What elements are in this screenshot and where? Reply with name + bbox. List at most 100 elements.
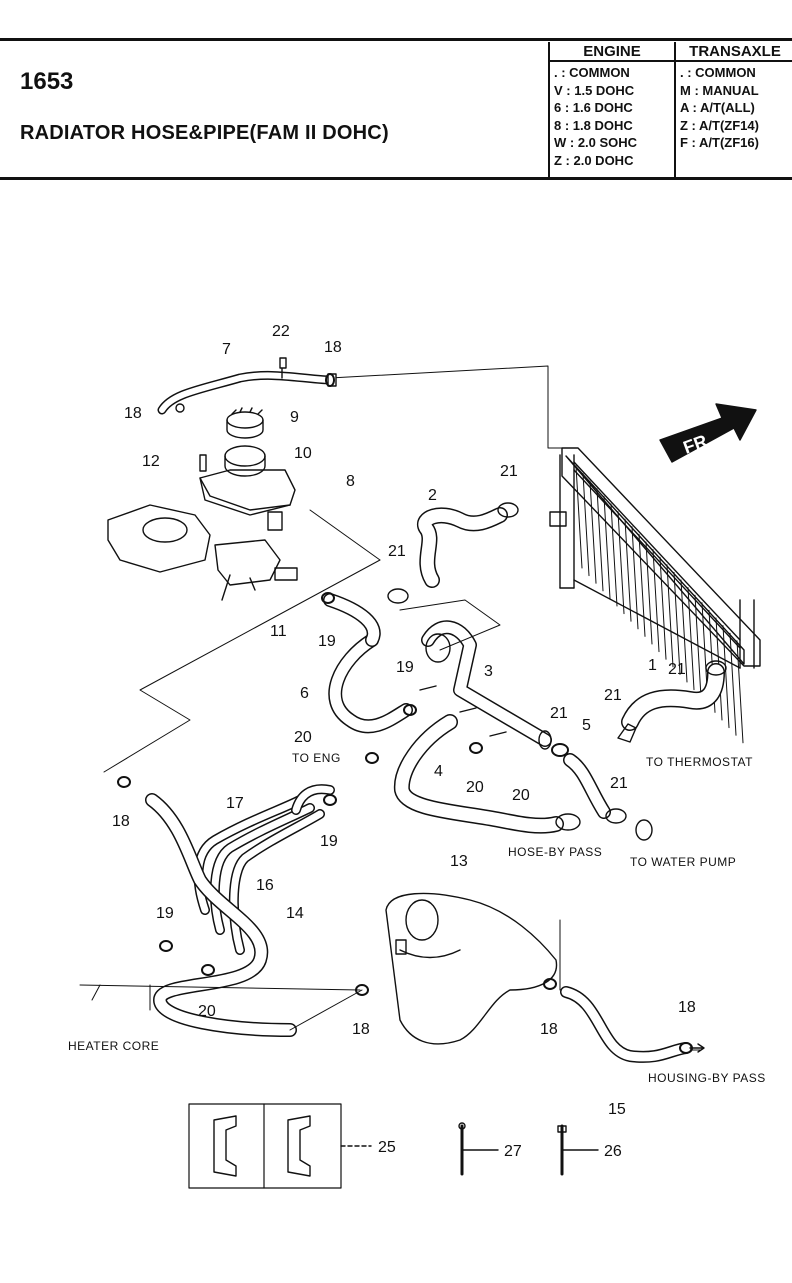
- label-housing-by-pass: HOUSING-BY PASS: [648, 1071, 766, 1085]
- callout-3: 3: [484, 663, 493, 680]
- callout-26: 26: [604, 1143, 622, 1160]
- engine-row: Z : 2.0 DOHC: [554, 152, 634, 168]
- callout-19: 19: [156, 905, 174, 922]
- engine-row: V : 1.5 DOHC: [554, 82, 635, 98]
- hose-7: [157, 357, 337, 415]
- radiator-fin: [736, 640, 744, 744]
- transaxle-table: TRANSAXLE . : COMMON M : MANUAL A : A/T(…: [674, 42, 792, 177]
- diagram-title: RADIATOR HOSE&PIPE(FAM II DOHC): [20, 122, 389, 144]
- radiator-fin: [631, 526, 639, 630]
- callout-7: 7: [222, 341, 231, 358]
- callout-20: 20: [512, 787, 530, 804]
- callout-15: 15: [608, 1101, 626, 1118]
- radiator-fin: [687, 587, 695, 691]
- engine-row: 6 : 1.6 DOHC: [554, 100, 633, 116]
- cable-ties: [458, 1122, 599, 1176]
- label-hose-by-pass: HOSE-BY PASS: [508, 845, 602, 859]
- radiator-fin: [659, 556, 667, 660]
- callout-11: 11: [270, 623, 287, 640]
- reservoir-cap-9: [226, 407, 264, 439]
- callout-20: 20: [466, 779, 484, 796]
- callout-9: 9: [290, 409, 299, 426]
- label-to-eng: TO ENG: [292, 751, 341, 765]
- callout-18: 18: [124, 405, 142, 422]
- coolant-reservoir-10: [199, 445, 296, 531]
- front-direction-arrow: [659, 403, 757, 463]
- clip-set-25: [188, 1103, 372, 1189]
- callout-18: 18: [352, 1021, 370, 1038]
- callout-21: 21: [550, 705, 568, 722]
- transaxle-row: A : A/T(ALL): [680, 100, 755, 116]
- transaxle-row: Z : A/T(ZF14): [680, 117, 759, 133]
- leader-line: [329, 365, 563, 449]
- transaxle-row: M : MANUAL: [680, 82, 759, 98]
- label-heater-core: HEATER CORE: [68, 1039, 159, 1053]
- callout-27: 27: [504, 1143, 522, 1160]
- radiator-fin: [722, 625, 730, 729]
- radiator-fin: [673, 571, 681, 675]
- callout-19: 19: [396, 659, 414, 676]
- engine-table: ENGINE . : COMMON V : 1.5 DOHC 6 : 1.6 D…: [548, 42, 674, 177]
- header-bottom-rule: [0, 177, 792, 180]
- callout-2: 2: [428, 487, 437, 504]
- callout-21: 21: [610, 775, 628, 792]
- label-to-water-pump: TO WATER PUMP: [630, 855, 736, 869]
- radiator-fin: [666, 564, 674, 668]
- callout-8: 8: [346, 473, 355, 490]
- radiator-fin: [624, 518, 632, 622]
- throttle-housing: [385, 892, 558, 1045]
- radiator-fin: [596, 488, 604, 592]
- callout-21: 21: [604, 687, 622, 704]
- heater-pipes: [193, 784, 335, 955]
- transaxle-row: . : COMMON: [680, 65, 756, 80]
- radiator-fin: [575, 465, 583, 569]
- transaxle-table-heading: TRANSAXLE: [676, 42, 792, 62]
- pipe-assembly-3: [419, 620, 552, 750]
- diagram-code: 1653: [20, 68, 74, 95]
- callout-18: 18: [324, 339, 342, 356]
- engine-row: 8 : 1.8 DOHC: [554, 117, 633, 133]
- callout-13: 13: [450, 853, 468, 870]
- callout-19: 19: [318, 633, 336, 650]
- radiator-fin: [694, 594, 702, 698]
- radiator-fin: [680, 579, 688, 683]
- callout-21: 21: [388, 543, 406, 560]
- engine-table-heading: ENGINE: [550, 42, 674, 62]
- callout-4: 4: [434, 763, 443, 780]
- callout-1: 1: [648, 657, 657, 674]
- callout-12: 12: [142, 453, 160, 470]
- header-top-rule: [0, 38, 792, 41]
- callout-16: 16: [256, 877, 274, 894]
- radiator-fin: [645, 541, 653, 645]
- callout-21: 21: [500, 463, 518, 480]
- radiator-fin: [603, 495, 611, 599]
- radiator-fin: [652, 549, 660, 653]
- radiator-fin: [729, 632, 737, 736]
- callout-17: 17: [226, 795, 244, 812]
- callout-20: 20: [198, 1003, 216, 1020]
- radiator-fin: [610, 503, 618, 607]
- bracket-11: [107, 504, 298, 601]
- hose-2: [387, 502, 519, 604]
- callout-10: 10: [294, 445, 312, 462]
- radiator-fin: [582, 473, 590, 577]
- callout-6: 6: [300, 685, 309, 702]
- leader-lines: [79, 509, 701, 1051]
- hose-clamps: [117, 373, 693, 1054]
- callout-25: 25: [378, 1139, 396, 1156]
- callout-19: 19: [320, 833, 338, 850]
- radiator-fin: [617, 511, 625, 615]
- engine-row: W : 2.0 SOHC: [554, 135, 638, 151]
- label-to-thermostat: TO THERMOSTAT: [646, 755, 753, 769]
- radiator-fin: [638, 533, 646, 637]
- radiator-fin: [589, 480, 597, 584]
- callout-22: 22: [272, 323, 290, 340]
- callout-18: 18: [540, 1021, 558, 1038]
- callout-5: 5: [582, 717, 591, 734]
- callout-21: 21: [668, 661, 686, 678]
- callout-14: 14: [286, 905, 304, 922]
- callout-18: 18: [112, 813, 130, 830]
- transaxle-row: F : A/T(ZF16): [680, 135, 759, 151]
- callout-20: 20: [294, 729, 312, 746]
